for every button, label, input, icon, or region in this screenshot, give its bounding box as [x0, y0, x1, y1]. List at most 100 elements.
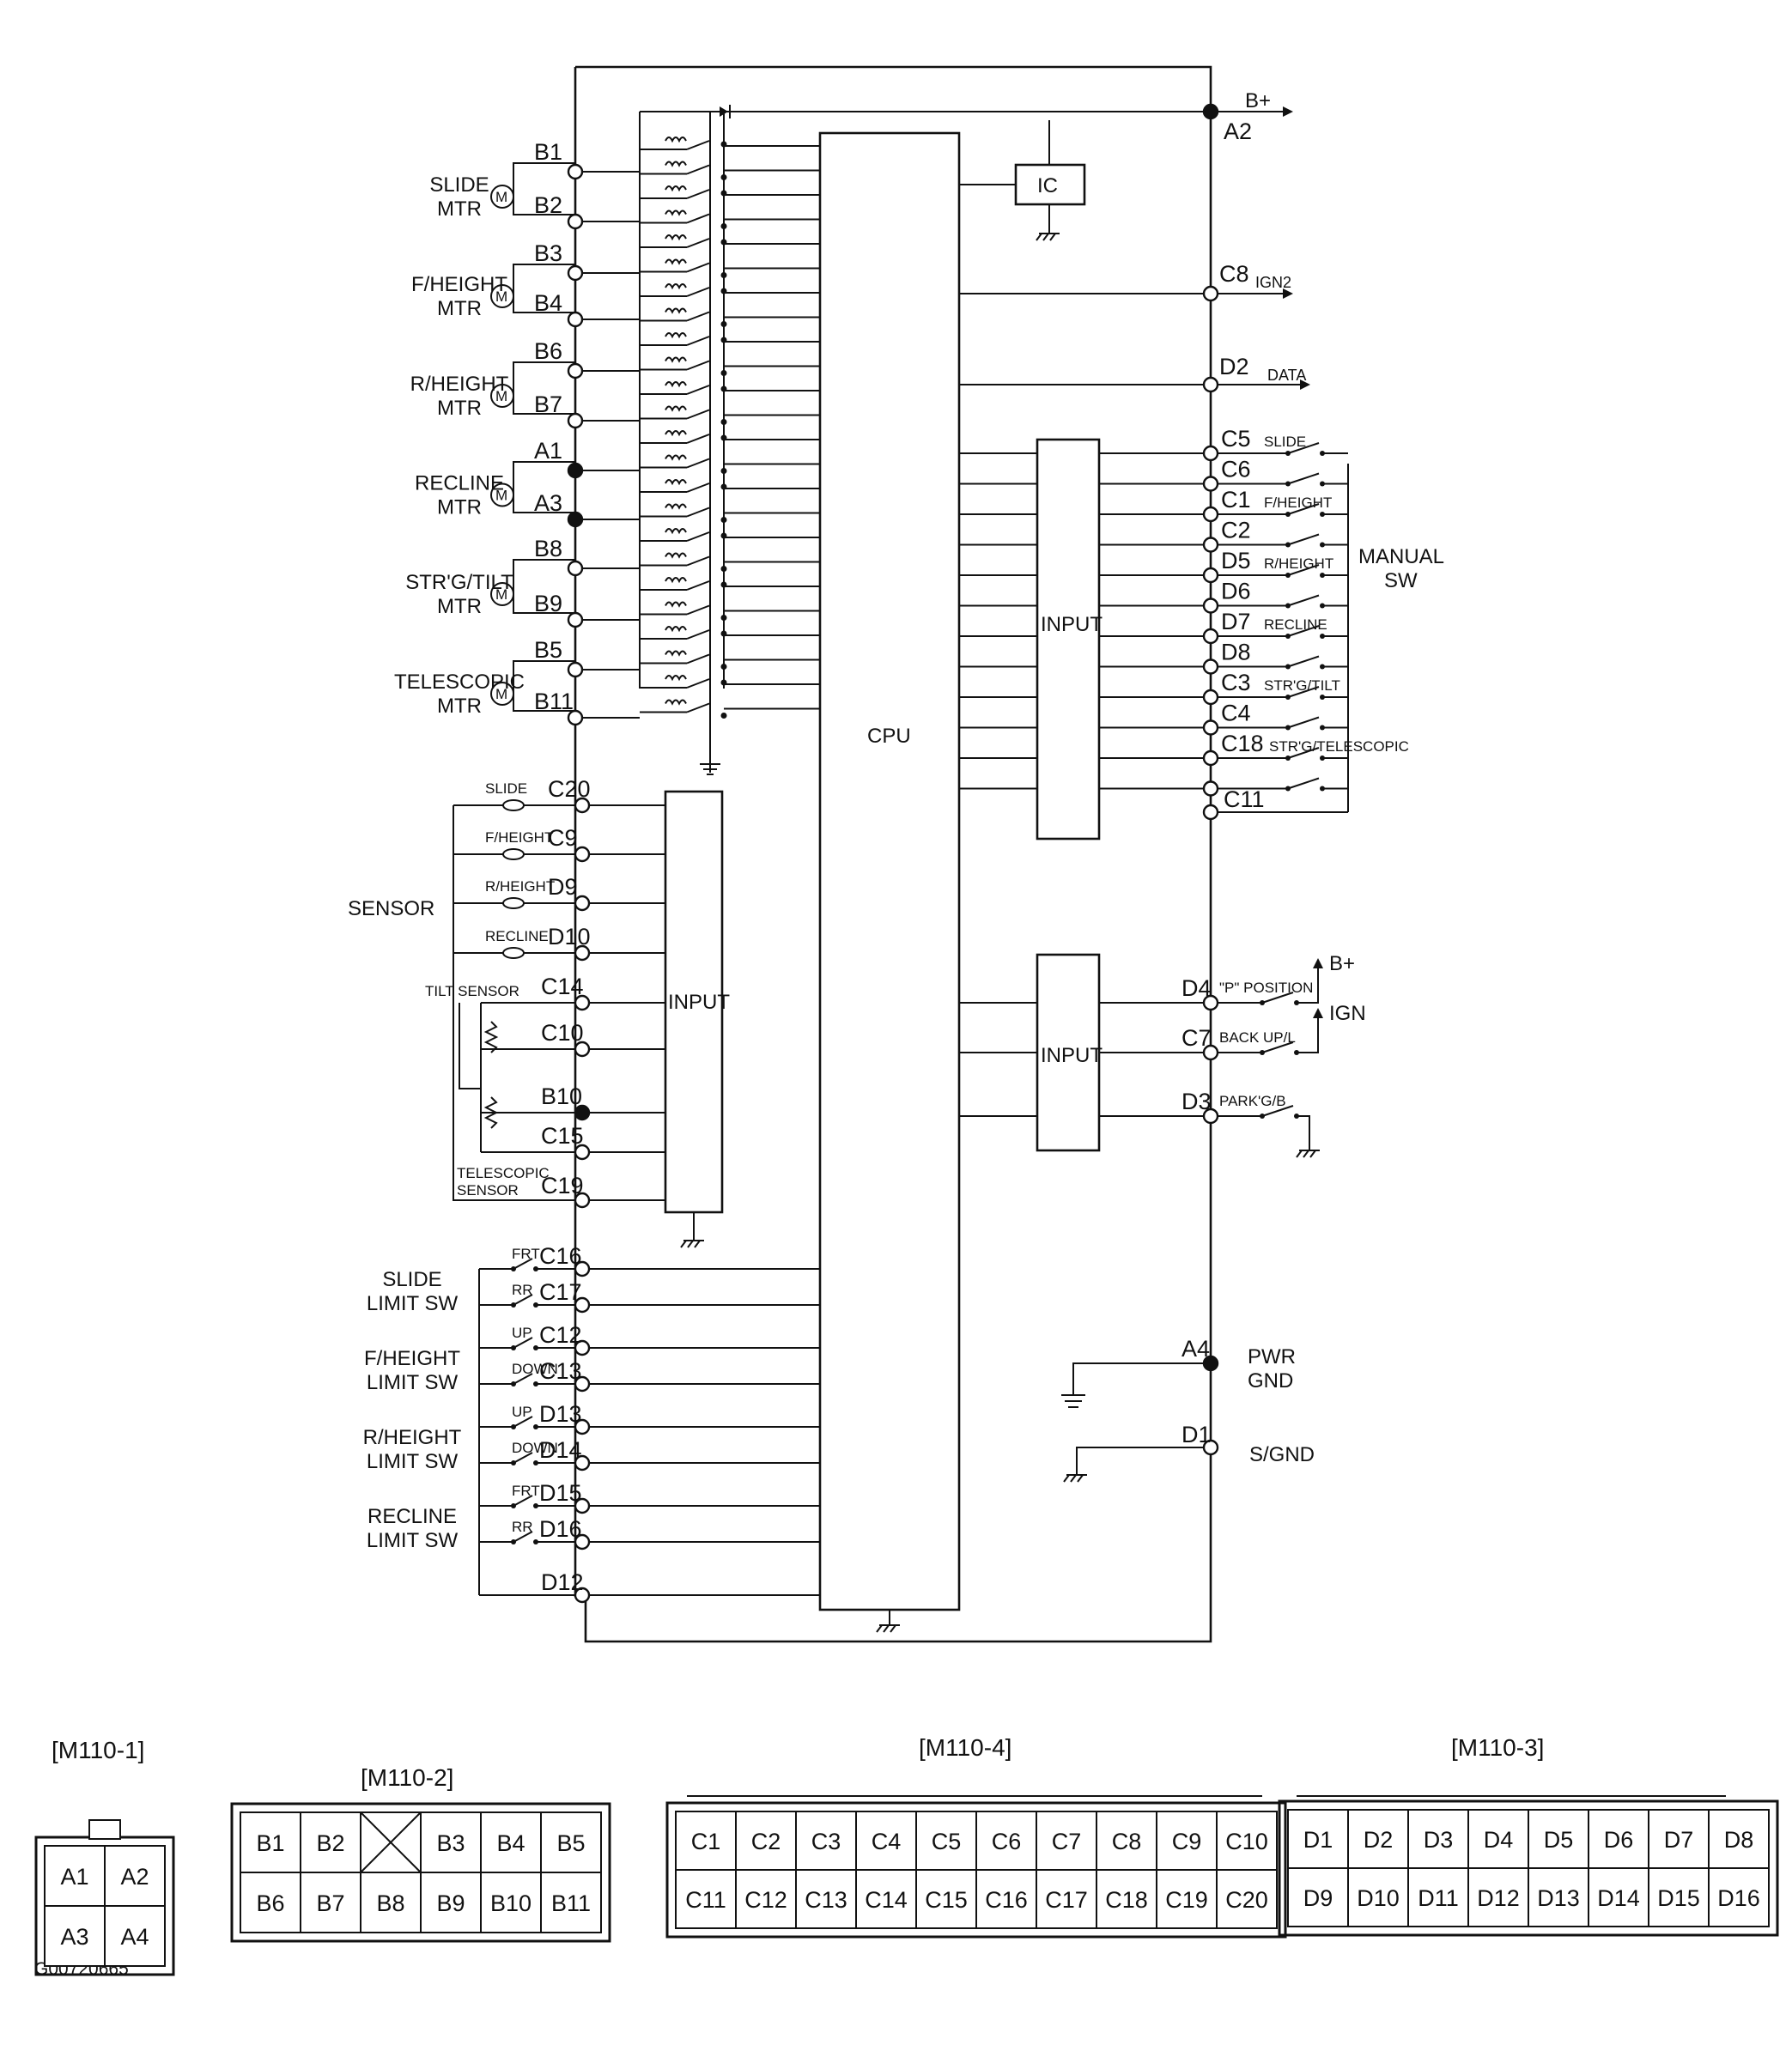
- motor-pin-label: B6: [534, 338, 562, 364]
- connector-cell: [1096, 1811, 1157, 1871]
- manual-pin-node: [1202, 598, 1219, 614]
- connector-pin: C2: [751, 1829, 781, 1854]
- limit-tag: DOWN: [512, 1440, 558, 1456]
- manual-switch-icon: [1285, 716, 1325, 731]
- motor-section: MB1B2SLIDEMTRMB3B4F/HEIGHTMTRMB6B7R/HEIG…: [394, 139, 640, 726]
- limit-pin-node: [574, 1533, 591, 1550]
- manual-switch-icon: [1285, 472, 1325, 487]
- motor-label-line-2: MTR: [437, 397, 482, 420]
- connector-latch-icon: [88, 1819, 121, 1840]
- manual-switch-icon: [1285, 777, 1325, 792]
- connector-cell: [300, 1872, 361, 1933]
- connector-pin: B10: [490, 1890, 532, 1916]
- manual-sw-title-1: MANUAL: [1358, 545, 1444, 568]
- bplus-label: B+: [1245, 89, 1271, 112]
- manual-pin-node: [1202, 537, 1219, 553]
- telescopic-sensor-label-line-1: TELESCOPIC: [457, 1165, 550, 1181]
- relay-contact: [640, 454, 820, 474]
- connector-cell: [1467, 1867, 1529, 1927]
- motor-pin-label: A3: [534, 490, 562, 516]
- connector-cell: [1467, 1809, 1529, 1869]
- motor-letter: M: [495, 388, 507, 404]
- manual-pin-node: [1202, 719, 1219, 736]
- connector-cell: [795, 1811, 857, 1871]
- relay-contact: [640, 307, 820, 327]
- tilt-sensor-label: TILT SENSOR: [425, 983, 519, 999]
- limit-pin-node: [574, 1454, 591, 1472]
- connector-pin: D15: [1657, 1885, 1700, 1911]
- motor-letter: M: [495, 488, 507, 504]
- sensor-pin-node: [574, 944, 591, 962]
- connector-pin: D1: [1303, 1827, 1333, 1853]
- manual-pin-node: [1202, 780, 1219, 797]
- manual-pin-node: [1202, 506, 1219, 523]
- connector-pin: C17: [1045, 1887, 1088, 1913]
- d2-pin-label: D2: [1219, 354, 1249, 379]
- cpu-ground-icon: [876, 1624, 900, 1633]
- manual-switch-icon: [1285, 655, 1325, 670]
- shift-input-block: [1036, 953, 1101, 1152]
- limit-pin-node: [574, 1296, 591, 1314]
- relay-contact: [640, 626, 820, 640]
- connector-pin: D12: [1477, 1885, 1520, 1911]
- motor-pin-node: [567, 709, 584, 726]
- manual-sw-name: R/HEIGHT: [1264, 555, 1333, 572]
- limit-pin-label: D15: [539, 1480, 582, 1506]
- connector-cell: [44, 1905, 106, 1967]
- sensor-coil-icon: [502, 799, 525, 811]
- relay-contact: [640, 137, 820, 150]
- c11-pin-label: C11: [1224, 786, 1265, 812]
- connector-cell: [1588, 1867, 1649, 1927]
- sensor-coil-icon: [502, 848, 525, 860]
- connector-cell: [675, 1811, 737, 1871]
- connector-pin: C5: [932, 1829, 962, 1854]
- relay-ground-icon: [700, 763, 720, 775]
- manual-pin-label: D6: [1221, 579, 1251, 604]
- relay-bank: [639, 105, 1211, 775]
- connector-pin: B2: [316, 1830, 344, 1856]
- motor-icon: M: [490, 582, 514, 606]
- motor-pin-node: [567, 511, 584, 528]
- a4-pin-node: [1202, 1355, 1219, 1372]
- connector-cell: [915, 1811, 977, 1871]
- connector-pin: B9: [436, 1890, 465, 1916]
- motor-label-line-1: TELESCOPIC: [394, 671, 525, 694]
- supply-arrow-icon: [1313, 1008, 1323, 1018]
- connector-cell: [420, 1811, 482, 1873]
- connector-pin: C19: [1165, 1887, 1208, 1913]
- connector-pin: C3: [811, 1829, 841, 1854]
- motor-label-line-1: SLIDE: [429, 173, 489, 197]
- motor-pin-node: [567, 412, 584, 429]
- relay-contact: [640, 381, 820, 395]
- manual-sw-name: F/HEIGHT: [1264, 495, 1332, 511]
- connector-shell: [665, 1801, 1287, 1939]
- sensor-name: SLIDE: [485, 780, 527, 797]
- limit-sw-label-line-1: SLIDE: [382, 1268, 441, 1291]
- connector-pin: D10: [1357, 1885, 1400, 1911]
- connector-cell: [855, 1869, 917, 1929]
- sensor-name: F/HEIGHT: [485, 829, 553, 846]
- limit-pin-node: [574, 1339, 591, 1356]
- connector-cell: [795, 1869, 857, 1929]
- motor-pin-label: B5: [534, 637, 562, 663]
- sensor-pin-label: C20: [548, 776, 591, 802]
- shift-pin-label: C7: [1182, 1025, 1212, 1051]
- limit-tag: DOWN: [512, 1361, 558, 1377]
- limit-tag: FRT: [512, 1483, 540, 1499]
- pwr-gnd-label-1: PWR: [1248, 1345, 1296, 1368]
- motor-icon: M: [490, 482, 514, 507]
- shift-switch-icon: [1260, 1105, 1299, 1119]
- d12-pin-label: D12: [541, 1569, 584, 1595]
- motor-letter: M: [495, 288, 507, 305]
- connector-pin: C14: [865, 1887, 908, 1913]
- a4-pin-label: A4: [1182, 1336, 1210, 1362]
- sensor-input-label: INPUT: [668, 991, 730, 1014]
- ic-block: [1014, 163, 1086, 206]
- limit-pin-label: D16: [539, 1516, 582, 1542]
- motor-letter: M: [495, 686, 507, 702]
- a2-pin-label: A2: [1224, 118, 1252, 144]
- connector-cell: [1156, 1869, 1218, 1929]
